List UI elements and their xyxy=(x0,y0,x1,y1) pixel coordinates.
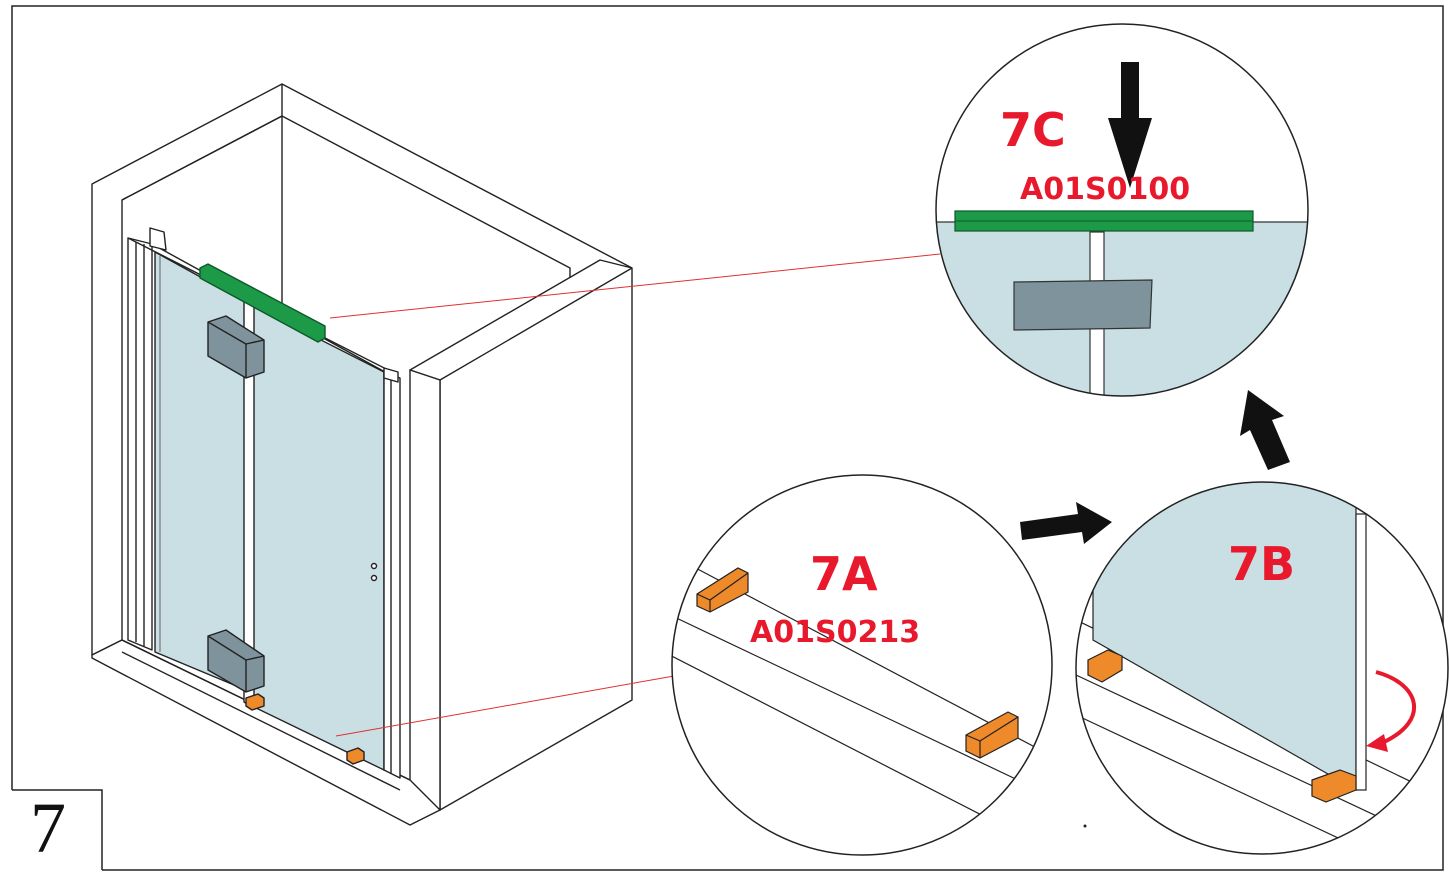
door-knob-upper xyxy=(370,562,378,570)
floor-block-left xyxy=(245,693,265,711)
detail-7a-label: 7A xyxy=(810,547,878,601)
door-knob-lower xyxy=(370,574,378,582)
leader-lines xyxy=(329,253,941,737)
setting-block-detail-right xyxy=(1311,769,1357,803)
detail-7c-part-code: A01S0100 xyxy=(1020,172,1190,207)
wall-profile-right xyxy=(383,371,401,779)
hinge-bottom xyxy=(207,629,265,693)
arrow-down-icon xyxy=(1108,62,1152,188)
hinge-detail xyxy=(1013,279,1153,331)
door-glass-panel xyxy=(251,304,385,771)
page-frame xyxy=(11,5,1444,871)
hinge-top xyxy=(207,315,265,379)
wall-profile-left xyxy=(127,237,153,651)
setting-block-detail-left xyxy=(1087,649,1123,683)
step-number: 7 xyxy=(30,788,66,868)
floor-block-right xyxy=(346,747,365,765)
detail-7a-part-code: A01S0213 xyxy=(750,615,920,650)
shower-enclosure xyxy=(91,83,633,826)
arrow-up-icon xyxy=(1240,390,1290,470)
detail-7b-label: 7B xyxy=(1228,537,1295,591)
top-seal xyxy=(199,263,326,343)
setting-block-right xyxy=(965,711,1019,759)
right-wall xyxy=(409,259,633,811)
detail-7c: 7C A01S0100 xyxy=(935,23,1309,397)
fixed-glass-panel xyxy=(154,251,247,691)
detail-7a: 7A A01S0213 xyxy=(671,474,1053,856)
rotate-arrow-icon xyxy=(1375,670,1416,744)
arrow-right-icon xyxy=(1020,502,1112,544)
detail-7b: 7B xyxy=(1075,481,1449,855)
detail-7c-label: 7C xyxy=(1000,103,1066,157)
